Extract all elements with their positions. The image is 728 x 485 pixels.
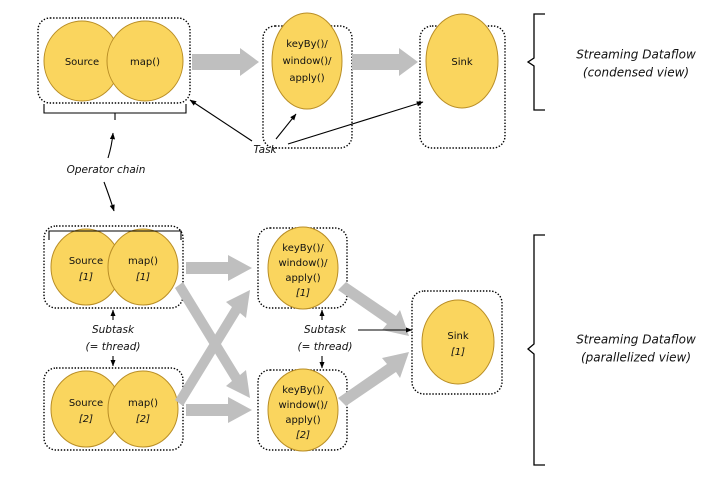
parallel-view-brace: [526, 234, 545, 466]
operator-chain-arrow-down: [103, 181, 115, 212]
parallel-arrow-map1-to-keyby1: [186, 255, 252, 281]
condensed-keyby-label-3: apply(): [289, 73, 324, 84]
condensed-operator-chain-bracket: [43, 104, 187, 114]
condensed-map-label: map(): [130, 57, 160, 68]
subtask-left-label-line2: (= thread): [86, 341, 141, 353]
parallel-map2-label: map(): [128, 398, 158, 409]
parallel-source2-index: [2]: [79, 414, 93, 425]
task-arrow-to-keyby: [275, 113, 297, 140]
condensed-keyby-circle[interactable]: [271, 12, 343, 110]
condensed-source-label: Source: [65, 57, 99, 68]
condensed-keyby-label-1: keyBy()/: [286, 39, 328, 50]
parallel-keyby2-label-1: keyBy()/: [282, 385, 324, 396]
parallel-keyby1-label-2: window()/: [278, 258, 328, 269]
parallel-keyby1-label-1: keyBy()/: [282, 243, 324, 254]
parallel-view-label-line2: (parallelized view): [581, 351, 691, 365]
parallel-map1-index: [1]: [136, 272, 150, 283]
parallel-keyby2-label-2: window()/: [278, 400, 328, 411]
parallel-map2-circle[interactable]: [107, 370, 179, 448]
parallel-keyby2-index: [2]: [296, 430, 310, 441]
parallel-keyby1-circle[interactable]: [267, 226, 339, 310]
operator-chain-arrow-up: [107, 132, 116, 159]
operator-chain-label: Operator chain: [67, 164, 146, 176]
parallel-source2-label: Source: [69, 398, 103, 409]
parallel-keyby1-index: [1]: [296, 288, 310, 299]
parallel-source1-index: [1]: [79, 272, 93, 283]
condensed-view-label-line1: Streaming Dataflow: [576, 48, 696, 62]
condensed-keyby-label-2: window()/: [282, 56, 332, 67]
condensed-sink-circle[interactable]: [425, 13, 499, 109]
subtask-left-label-line1: Subtask: [92, 324, 135, 336]
parallel-arrow-map2-to-keyby1: [175, 290, 250, 406]
parallel-sink1-index: [1]: [451, 347, 465, 358]
condensed-arrow-map-to-keyby: [192, 48, 259, 76]
parallel-arrow-keyby1-to-sink: [338, 282, 409, 336]
parallel-sink1-circle[interactable]: [421, 299, 495, 385]
subtask-right-label-line1: Subtask: [304, 324, 347, 336]
task-arrow-to-operator-chain: [189, 99, 253, 142]
task-label: Task: [253, 144, 277, 156]
parallel-map1-circle[interactable]: [107, 228, 179, 306]
parallel-view-label-line1: Streaming Dataflow: [576, 333, 696, 347]
condensed-sink-label: Sink: [451, 57, 472, 68]
condensed-view-brace: [526, 13, 545, 111]
parallel-keyby2-label-3: apply(): [285, 415, 320, 426]
parallel-map2-index: [2]: [136, 414, 150, 425]
condensed-map-circle[interactable]: [106, 20, 184, 102]
parallel-arrow-map2-to-keyby2: [186, 397, 252, 423]
parallel-map1-label: map(): [128, 256, 158, 267]
condensed-arrow-keyby-to-sink: [352, 48, 418, 76]
parallel-sink1-label: Sink: [447, 331, 468, 342]
parallel-chain-bracket-1: [48, 230, 182, 240]
condensed-view-label-line2: (condensed view): [583, 66, 689, 80]
parallel-keyby1-label-3: apply(): [285, 273, 320, 284]
parallel-arrow-keyby2-to-sink: [338, 352, 409, 406]
parallel-source1-label: Source: [69, 256, 103, 267]
task-arrow-to-sink: [287, 101, 424, 145]
parallel-keyby2-circle[interactable]: [267, 368, 339, 452]
subtask-right-label-line2: (= thread): [298, 341, 353, 353]
